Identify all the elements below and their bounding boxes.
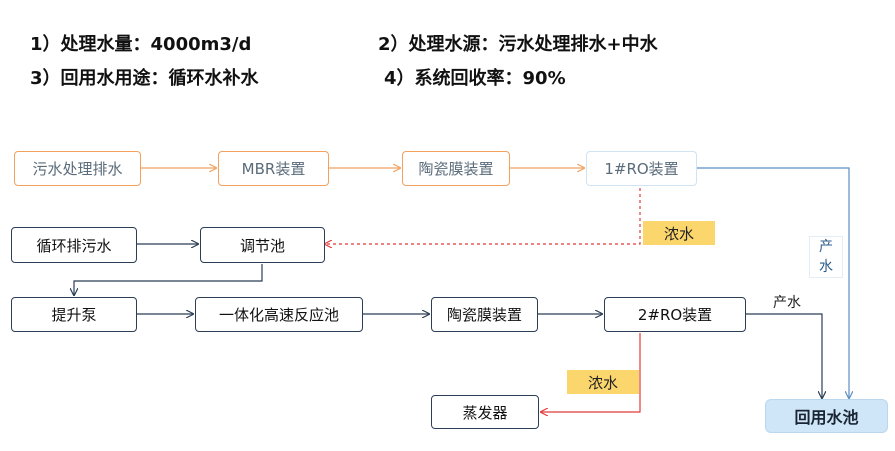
node-ceramic-membrane-1: 陶瓷膜装置: [402, 151, 510, 186]
label-concentrate-upper: 浓水: [643, 221, 715, 245]
node-reuse-water-pool: 回用水池: [765, 399, 888, 433]
node-circulation-blowdown: 循环排污水: [11, 227, 137, 263]
arrow-ro1-concentrate-to-tank: [325, 188, 641, 244]
arrow-tank-to-pump: [74, 264, 263, 295]
arrow-ro1-product-to-pool: [697, 167, 849, 398]
spec-recovery-rate: 4）系统回收率：90%: [384, 68, 566, 89]
node-ro-unit-2: 2#RO装置: [604, 297, 746, 332]
label-product-water: 产水: [773, 295, 801, 311]
node-wastewater-discharge: 污水处理排水: [14, 151, 141, 186]
node-ro-unit-1: 1#RO装置: [586, 151, 697, 186]
spec-water-volume: 1）处理水量：4000m3/d: [30, 34, 252, 55]
node-integrated-reactor: 一体化高速反应池: [195, 297, 363, 332]
label-concentrate-lower: 浓水: [567, 370, 639, 394]
node-ceramic-membrane-2: 陶瓷膜装置: [431, 297, 538, 332]
node-regulating-tank: 调节池: [200, 227, 325, 263]
label-product-char-1: 产: [819, 239, 833, 255]
node-evaporator: 蒸发器: [431, 395, 539, 429]
label-product-water-vertical: 产 水: [809, 236, 843, 278]
spec-water-source: 2）处理水源：污水处理排水+中水: [378, 34, 658, 55]
node-mbr-unit: MBR装置: [218, 151, 329, 186]
node-lift-pump: 提升泵: [11, 297, 137, 332]
arrow-ro2-concentrate-to-evaporator: [541, 333, 641, 412]
label-product-char-2: 水: [819, 259, 833, 275]
spec-reuse-purpose: 3）回用水用途：循环水补水: [30, 68, 259, 89]
arrow-ro2-product-to-pool: [746, 313, 822, 398]
